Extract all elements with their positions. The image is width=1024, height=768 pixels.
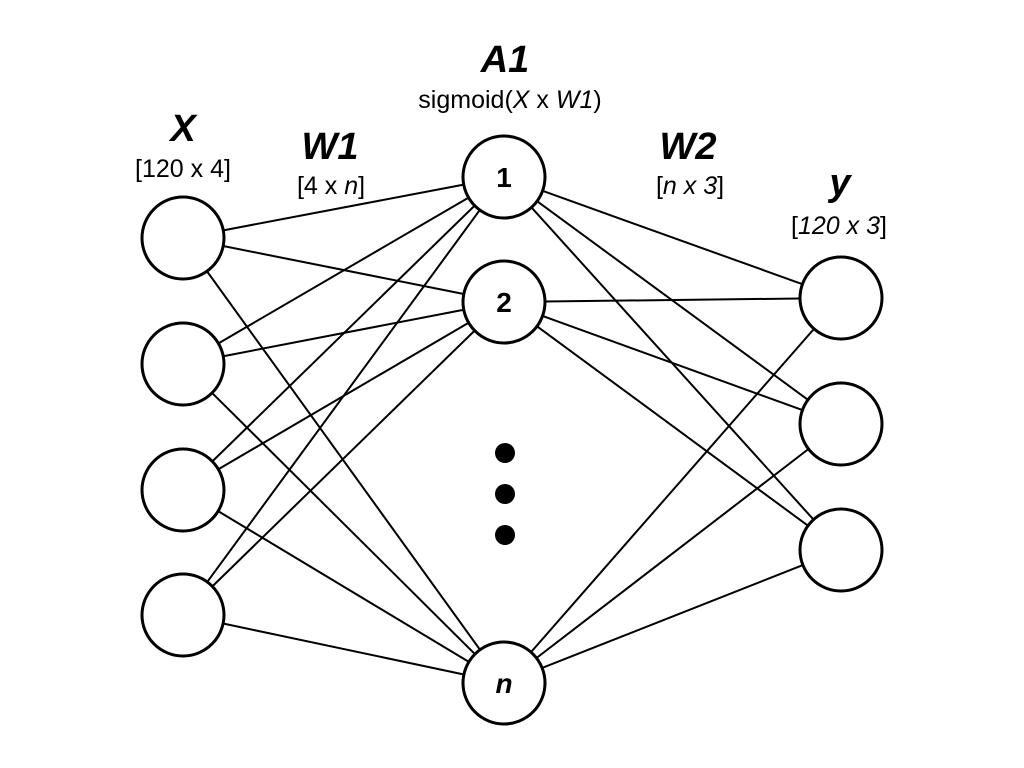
input-node-1 [140,195,226,281]
output-node-1 [798,255,884,341]
output-shape-close: ] [880,212,887,240]
input-layer-shape: [120 x 4] [135,155,231,183]
weights1-shape-var: n [344,172,359,200]
weights1-shape: [4 x n] [297,172,365,200]
edge-input4-hidden2 [211,329,476,588]
hidden-node-2-label: 2 [496,287,512,318]
edge-hidden1-output1 [542,189,803,286]
edge-input4-hidden3 [222,622,465,676]
input-node-3-circle [140,447,226,533]
hidden-layer-title: A1 [480,39,530,81]
edge-input3-hidden1 [211,204,476,463]
hidden-node-3: n [461,640,547,726]
formula-x: X [512,86,530,114]
formula-mid: x [529,86,556,114]
edge-hidden3-output2 [535,448,810,659]
hidden-node-3-circle [461,640,547,726]
ellipsis-dot-1 [495,443,515,463]
input-node-1-circle [140,195,226,281]
connections [206,183,815,676]
weights2-shape-var: n x 3 [662,172,718,200]
input-node-2 [140,321,226,407]
hidden-node-3-label: n [495,668,512,699]
edge-input1-hidden3 [206,270,481,651]
ellipsis-dot-3 [495,525,515,545]
weights2-shape-close: ] [717,172,725,200]
edge-hidden2-output3 [536,325,809,527]
output-node-1-circle [798,255,884,341]
hidden-node-1-label: 1 [496,162,512,193]
weights1-title: W1 [301,126,359,168]
edge-hidden2-output1 [544,297,801,303]
input-node-3 [140,447,226,533]
edge-hidden3-output1 [530,328,815,653]
input-layer-title: X [170,108,196,150]
hidden-layer-formula: sigmoid(X x W1) [418,86,601,114]
edge-input2-hidden3 [211,392,476,655]
nodes: 1 2 n [140,134,884,726]
output-node-3 [798,507,884,593]
hidden-node-1-circle [461,134,547,220]
weights1-shape-open: [4 x [296,172,345,200]
output-shape-open: [ [791,212,798,240]
formula-w: W1 [555,86,594,114]
edge-input3-hidden3 [217,510,470,663]
formula-prefix: sigmoid( [418,86,513,114]
input-node-2-circle [140,321,226,407]
weights2-shape: [n x 3] [656,172,724,200]
formula-suffix: ) [593,86,602,114]
output-node-3-circle [798,507,884,593]
weights1-shape-close: ] [358,172,366,200]
ellipsis-dot-2 [495,484,515,504]
output-layer-title: y [829,162,851,204]
output-layer-shape: [120 x 3] [791,212,887,240]
edge-input1-hidden1 [223,183,464,232]
output-node-2 [798,381,884,467]
output-node-2-circle [798,381,884,467]
output-shape-var: 120 x 3 [797,212,881,240]
hidden-node-1: 1 [461,134,547,220]
edge-hidden3-output3 [541,564,804,669]
edge-hidden2-output2 [542,315,803,411]
input-node-4 [140,572,226,658]
edge-input4-hidden1 [206,209,481,583]
edge-input2-hidden1 [217,196,470,345]
weights2-title: W2 [659,126,717,168]
weights2-shape-open: [ [655,172,663,200]
hidden-node-2: 2 [461,259,547,345]
hidden-node-2-circle [461,259,547,345]
input-node-4-circle [140,572,226,658]
